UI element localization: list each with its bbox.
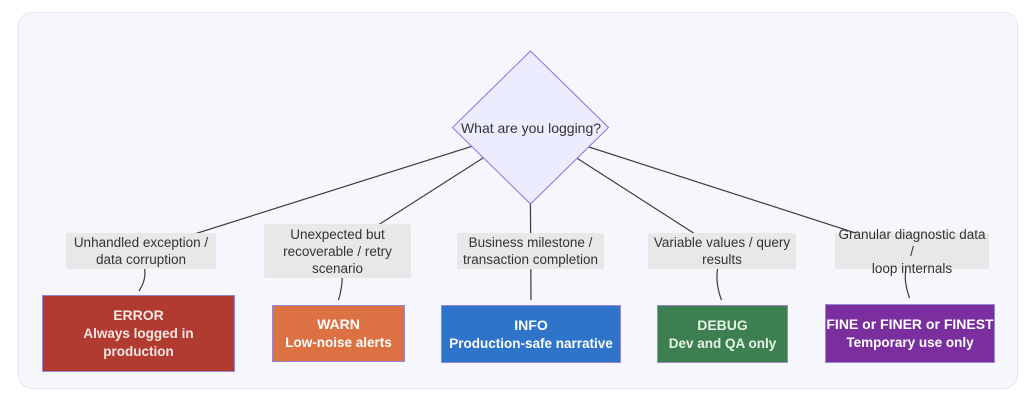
node-error-description: Always logged in production — [83, 326, 194, 359]
node-fine-level: FINE or FINER or FINEST — [826, 316, 994, 332]
node-debug: DEBUG Dev and QA only — [657, 305, 788, 363]
decision-diamond — [451, 50, 610, 205]
node-fine-description: Temporary use only — [846, 335, 974, 350]
node-warn-level: WARN — [317, 316, 360, 332]
node-debug-level: DEBUG — [697, 316, 748, 333]
node-debug-description: Dev and QA only — [668, 335, 777, 351]
node-error-level: ERROR — [113, 307, 164, 323]
edge-label-error-condition: Unhandled exception / data corruption — [66, 233, 216, 269]
node-error: ERROR Always logged in production — [42, 295, 235, 372]
edge-label-warn-condition: Unexpected but recoverable / retry scena… — [264, 224, 411, 278]
edge-label-fine-condition: Granular diagnostic data / loop internal… — [835, 227, 989, 276]
node-info-description: Production-safe narrative — [449, 335, 613, 351]
node-warn-description: Low-noise alerts — [285, 335, 392, 350]
node-warn: WARN Low-noise alerts — [272, 305, 405, 362]
edge-label-debug-condition: Variable values / query results — [648, 233, 796, 269]
node-info: INFO Production-safe narrative — [441, 305, 621, 363]
edge-label-info-condition: Business milestone / transaction complet… — [457, 233, 604, 269]
node-fine: FINE or FINER or FINEST Temporary use on… — [825, 304, 995, 363]
node-info-level: INFO — [514, 316, 548, 333]
decision-question: What are you logging? — [460, 120, 602, 136]
